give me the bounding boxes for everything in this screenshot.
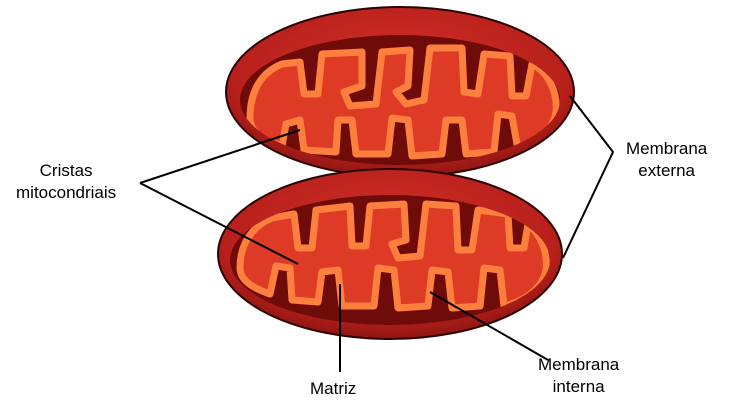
leader-line-membrana-externa [563,96,613,258]
label-cristas-line2: mitocondriais [16,182,116,204]
mitochondrion-top [226,7,574,177]
mitochondrion-bottom [218,169,562,339]
label-membrana-interna-line2: interna [538,376,619,398]
label-cristas-mitocondriais: Cristas mitocondriais [16,160,116,204]
label-matriz-text: Matriz [310,378,356,400]
label-cristas-line1: Cristas [16,160,116,182]
label-membrana-externa-line1: Membrana [626,138,707,160]
label-membrana-externa-line2: externa [626,160,707,182]
label-membrana-externa: Membrana externa [626,138,707,182]
label-membrana-interna: Membrana interna [538,354,619,398]
leader-line-cristas-top [140,130,300,183]
label-membrana-interna-line1: Membrana [538,354,619,376]
label-matriz: Matriz [310,378,356,400]
